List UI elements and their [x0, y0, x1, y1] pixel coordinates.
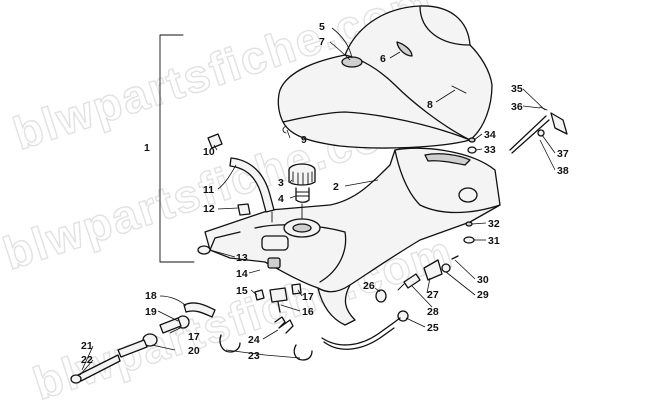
callout-8[interactable]: 8: [427, 99, 433, 111]
callout-26[interactable]: 26: [363, 280, 375, 292]
clamp-part[interactable]: [219, 316, 313, 361]
callout-2[interactable]: 2: [333, 181, 339, 193]
callout-21[interactable]: 21: [81, 340, 93, 352]
callout-6[interactable]: 6: [380, 53, 386, 65]
callout-28[interactable]: 28: [427, 306, 439, 318]
leader-lines: [79, 27, 556, 376]
callout-24[interactable]: 24: [248, 334, 260, 346]
callout-27[interactable]: 27: [427, 289, 439, 301]
fuel-sender-part[interactable]: [509, 106, 568, 154]
cable-part[interactable]: [321, 310, 409, 350]
callout-33[interactable]: 33: [484, 144, 496, 156]
callout-3[interactable]: 3: [278, 177, 284, 189]
seat-part[interactable]: [277, 5, 493, 149]
callout-18[interactable]: 18: [145, 290, 157, 302]
callout-17-lower[interactable]: 17: [188, 331, 200, 343]
callout-32[interactable]: 32: [488, 218, 500, 230]
vent-hose-part[interactable]: [207, 133, 275, 223]
callout-36[interactable]: 36: [511, 101, 523, 113]
callout-30[interactable]: 30: [477, 274, 489, 286]
callout-25[interactable]: 25: [427, 322, 439, 334]
callout-13[interactable]: 13: [236, 252, 248, 264]
callout-15[interactable]: 15: [236, 285, 248, 297]
sensor-part[interactable]: [375, 255, 459, 303]
callout-22[interactable]: 22: [81, 354, 93, 366]
callout-17-upper[interactable]: 17: [302, 291, 314, 303]
callout-5[interactable]: 5: [319, 21, 325, 33]
assembly-bracket: [159, 34, 195, 263]
callout-34[interactable]: 34: [484, 129, 496, 141]
callout-23[interactable]: 23: [248, 350, 260, 362]
callout-7[interactable]: 7: [319, 36, 325, 48]
callout-38[interactable]: 38: [557, 165, 569, 177]
callout-12[interactable]: 12: [203, 203, 215, 215]
callout-10[interactable]: 10: [203, 146, 215, 158]
callout-19[interactable]: 19: [145, 306, 157, 318]
washer-part[interactable]: [463, 137, 477, 244]
callout-35[interactable]: 35: [511, 83, 523, 95]
callout-20[interactable]: 20: [188, 345, 200, 357]
callout-37[interactable]: 37: [557, 148, 569, 160]
callout-29[interactable]: 29: [477, 289, 489, 301]
fuel-line-part[interactable]: [70, 283, 302, 384]
callout-11[interactable]: 11: [203, 184, 214, 196]
callouts: 1 2 3 4 5 6 7 8 9 10 11 12 13 14 15 16 1…: [81, 21, 569, 366]
callout-31[interactable]: 31: [488, 235, 500, 247]
callout-1[interactable]: 1: [144, 142, 150, 154]
grommet-part[interactable]: [197, 245, 211, 255]
filler-cap-part[interactable]: [288, 163, 316, 219]
fuel-tank-part[interactable]: [204, 147, 501, 326]
callout-9[interactable]: 9: [301, 134, 307, 146]
callout-16[interactable]: 16: [302, 306, 314, 318]
callout-4[interactable]: 4: [278, 193, 284, 205]
callout-14[interactable]: 14: [236, 268, 248, 280]
